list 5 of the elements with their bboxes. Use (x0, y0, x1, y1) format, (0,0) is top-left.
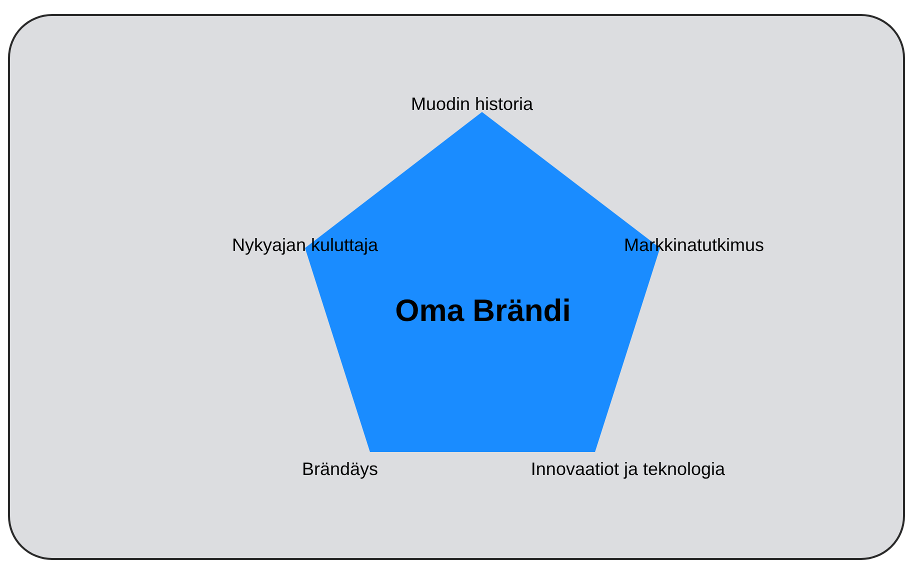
vertex-label: Brändäys (302, 460, 378, 478)
center-title: Oma Brändi (394, 295, 572, 326)
vertex-label: Nykyajan kuluttaja (232, 236, 378, 254)
vertex-label: Muodin historia (410, 95, 534, 113)
vertex-label: Innovaatiot ja teknologia (530, 460, 726, 478)
